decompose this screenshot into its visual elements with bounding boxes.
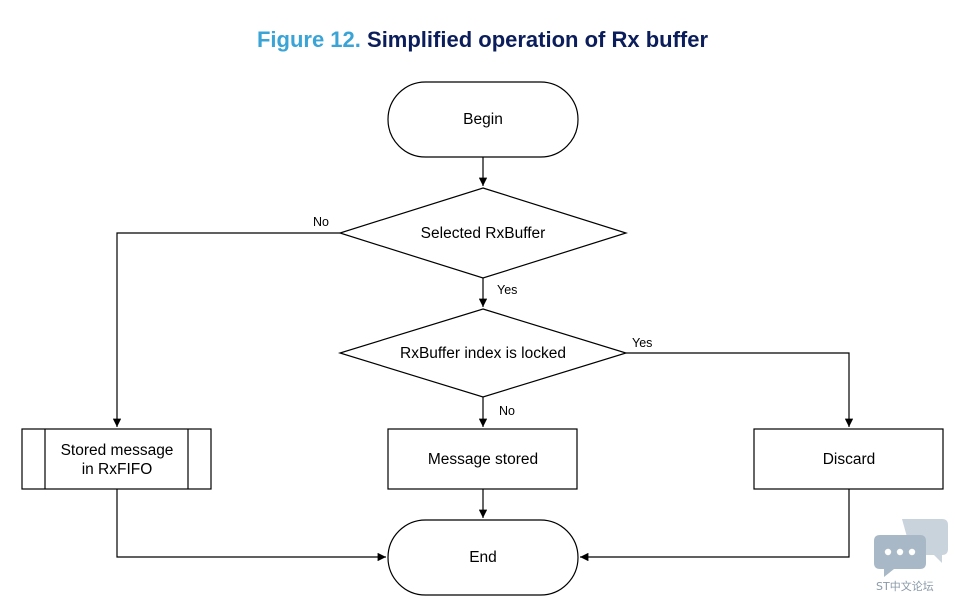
end-label: End	[469, 549, 497, 566]
edge-locked-yes	[626, 352, 854, 427]
end-node: End	[387, 519, 579, 596]
edge-label-locked-yes: Yes	[632, 336, 652, 350]
edge-label-locked-no: No	[499, 404, 515, 418]
figure-caption: Simplified operation of Rx buffer	[367, 27, 709, 52]
figure-title: Figure 12. Simplified operation of Rx bu…	[0, 27, 955, 53]
begin-label: Begin	[463, 111, 503, 128]
edge-discard-to-end	[580, 489, 850, 562]
edge-rxfifo-to-end	[116, 489, 386, 562]
watermark-text: ST中文论坛	[876, 580, 934, 593]
selected-rxbuffer-label: Selected RxBuffer	[421, 225, 546, 242]
figure-number: Figure 12.	[256, 27, 361, 52]
stored-rxfifo-label-line2: in RxFIFO	[82, 461, 153, 478]
begin-node: Begin	[387, 81, 579, 158]
message-stored-process: Message stored	[387, 428, 578, 490]
stored-rxfifo-process: Stored message in RxFIFO	[21, 428, 212, 490]
discard-process: Discard	[753, 428, 944, 490]
index-locked-decision: RxBuffer index is locked	[337, 308, 629, 398]
stored-rxfifo-label-line1: Stored message	[61, 442, 174, 459]
discard-label: Discard	[823, 451, 876, 468]
edge-selected-no	[112, 232, 340, 427]
edge-label-selected-no: No	[313, 215, 329, 229]
edge-label-selected-yes: Yes	[497, 283, 517, 297]
selected-rxbuffer-decision: Selected RxBuffer	[338, 187, 628, 279]
chat-bubbles-icon	[874, 519, 948, 577]
index-locked-label: RxBuffer index is locked	[400, 345, 566, 362]
message-stored-label: Message stored	[428, 451, 538, 468]
